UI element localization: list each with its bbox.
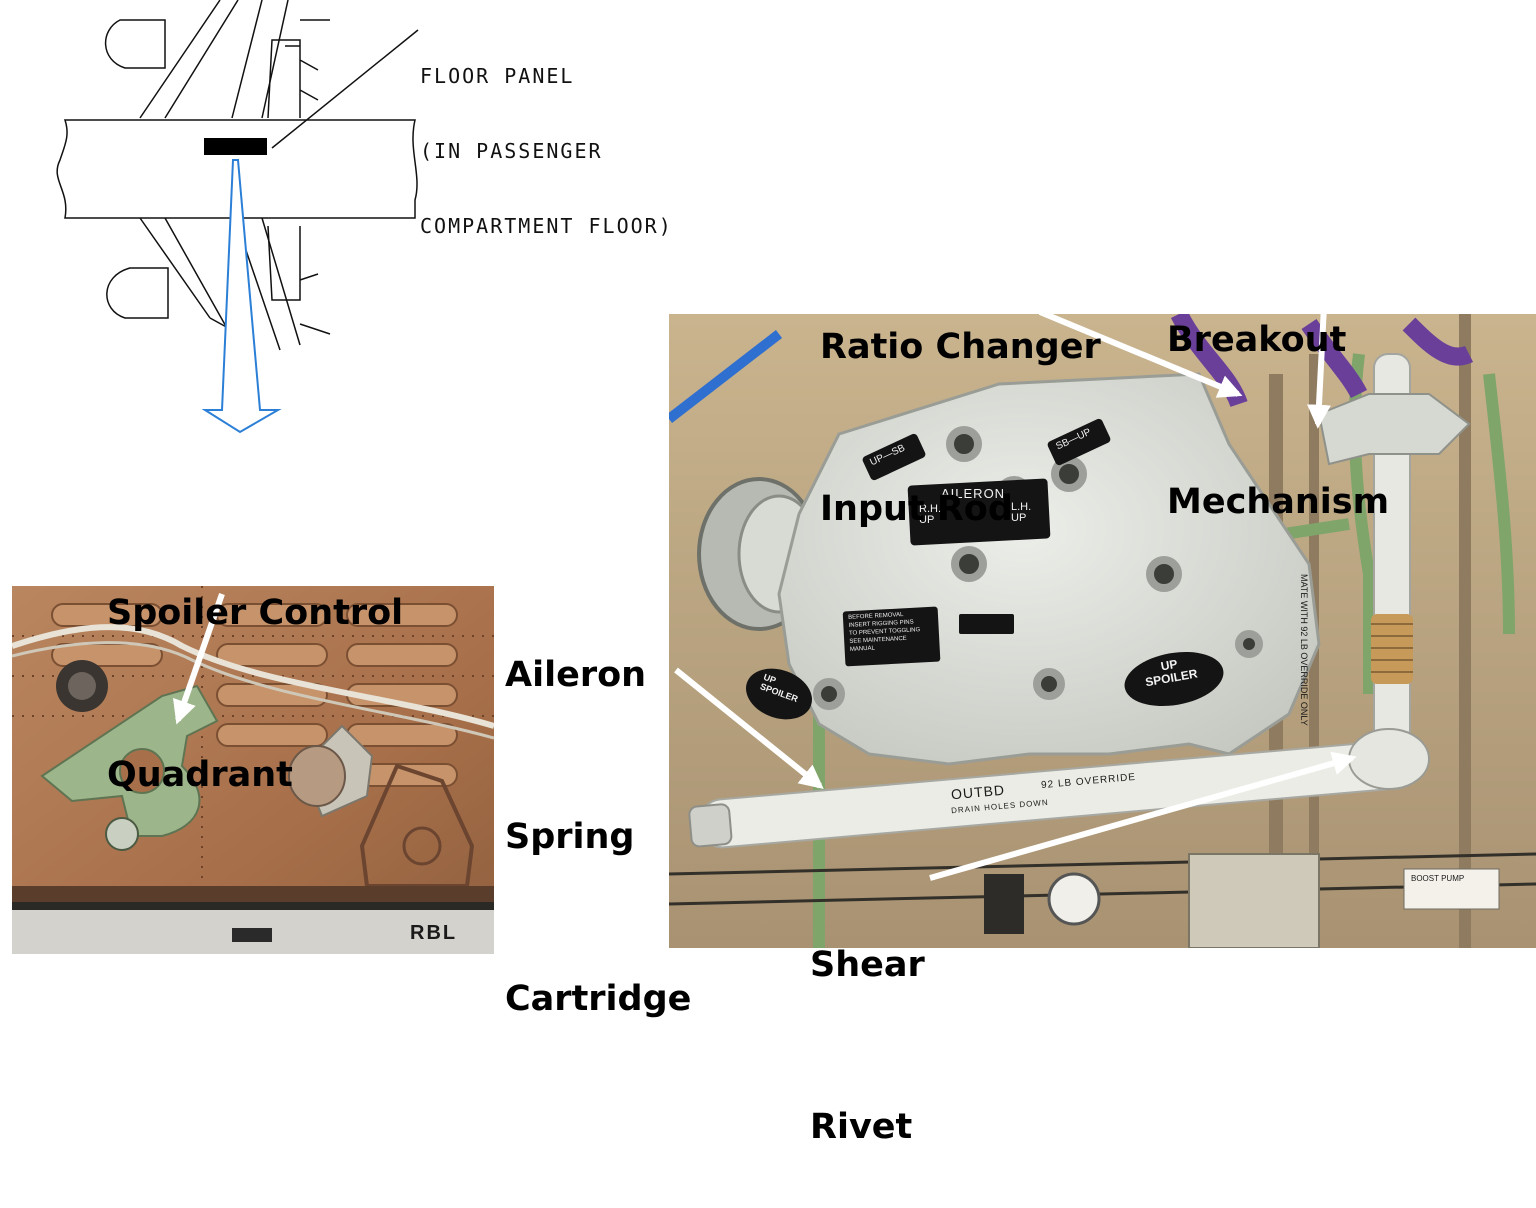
label-ratio-line1: Ratio Changer xyxy=(820,327,1101,367)
floor-panel-callout-line1: FLOOR PANEL xyxy=(420,64,575,88)
floor-panel-callout-line3: COMPARTMENT FLOOR) xyxy=(420,214,673,238)
label-spoiler-control-quadrant: Spoiler Control Quadrant xyxy=(107,478,403,856)
boost-pump-tag xyxy=(1403,868,1500,910)
before-removal-text: BEFORE REMOVAL INSERT RIGGING PINS TO PR… xyxy=(848,611,921,653)
label-breakout-line1: Breakout xyxy=(1167,320,1347,360)
label-aileron-line3: Cartridge xyxy=(505,979,692,1019)
small-id-plate xyxy=(959,614,1014,634)
floor-panel-callout-line2: (IN PASSENGER xyxy=(420,139,603,163)
sb-up-placard-right xyxy=(1047,418,1111,466)
upper-nacelle-outline xyxy=(104,19,166,69)
label-aileron-spring-cartridge: Aileron Spring Cartridge xyxy=(505,540,691,1080)
label-shear-line2: Rivet xyxy=(810,1107,913,1147)
up-sb-placard-left xyxy=(862,433,926,481)
lower-gauge-2 xyxy=(984,874,1024,934)
housing-bosses xyxy=(813,426,1263,710)
label-ratio-changer-input-rod: Ratio Changer Input Rod xyxy=(820,212,1101,590)
aileron-mechanism-photo: AILERON R.H. UP L.H. UP UP—SB SB—UP UP S… xyxy=(669,314,1536,948)
lower-nacelle-outline xyxy=(106,267,169,319)
lh-up-text: L.H. UP xyxy=(1011,501,1032,524)
aileron-placard-text: AILERON xyxy=(941,486,1006,501)
blue-tube xyxy=(669,330,783,423)
label-breakout-line2: Mechanism xyxy=(1167,482,1390,522)
label-breakout-mechanism: Breakout Mechanism xyxy=(1167,205,1389,583)
label-shear-rivet: Shear Rivet xyxy=(810,830,925,1208)
quadrant-pivot xyxy=(105,817,139,851)
lower-wing-lines xyxy=(139,217,301,351)
label-spoiler-line2: Quadrant xyxy=(107,755,293,795)
rod-vertical-text: MATE WITH 92 LB OVERRIDE ONLY xyxy=(1299,574,1309,726)
boost-pump-text: BOOST PUMP xyxy=(1411,874,1465,883)
floor-slots xyxy=(51,603,458,787)
callout-leader xyxy=(271,29,419,149)
aileron-placard xyxy=(907,478,1051,546)
label-aileron-line1: Aileron xyxy=(505,655,647,695)
rod-end-fitting xyxy=(1348,728,1430,790)
floor-marking-rbl: RBL xyxy=(410,922,458,944)
floor-edge xyxy=(12,886,494,902)
label-aileron-line2: Spring xyxy=(505,817,635,857)
label-shear-line1: Shear xyxy=(810,945,925,985)
rh-up-text: R.H. UP xyxy=(919,503,941,526)
lower-equipment xyxy=(1188,853,1320,948)
floor-panel-schematic xyxy=(56,0,419,434)
floor-panel-marker xyxy=(204,138,267,155)
breakout-bracket xyxy=(1317,393,1471,466)
lower-gauge-1 xyxy=(1047,872,1101,926)
upper-wing-lines xyxy=(139,0,289,119)
upper-flap-detail xyxy=(267,19,330,119)
floor-panel-callout: FLOOR PANEL (IN PASSENGER COMPARTMENT FL… xyxy=(420,14,673,264)
locator-arrow xyxy=(201,159,282,434)
label-ratio-line2: Input Rod xyxy=(820,489,1013,529)
up-spoiler-placard-right xyxy=(1124,651,1224,707)
before-removal-placard xyxy=(842,606,941,667)
label-spoiler-line1: Spoiler Control xyxy=(107,593,404,633)
lower-flap-detail xyxy=(209,225,331,341)
